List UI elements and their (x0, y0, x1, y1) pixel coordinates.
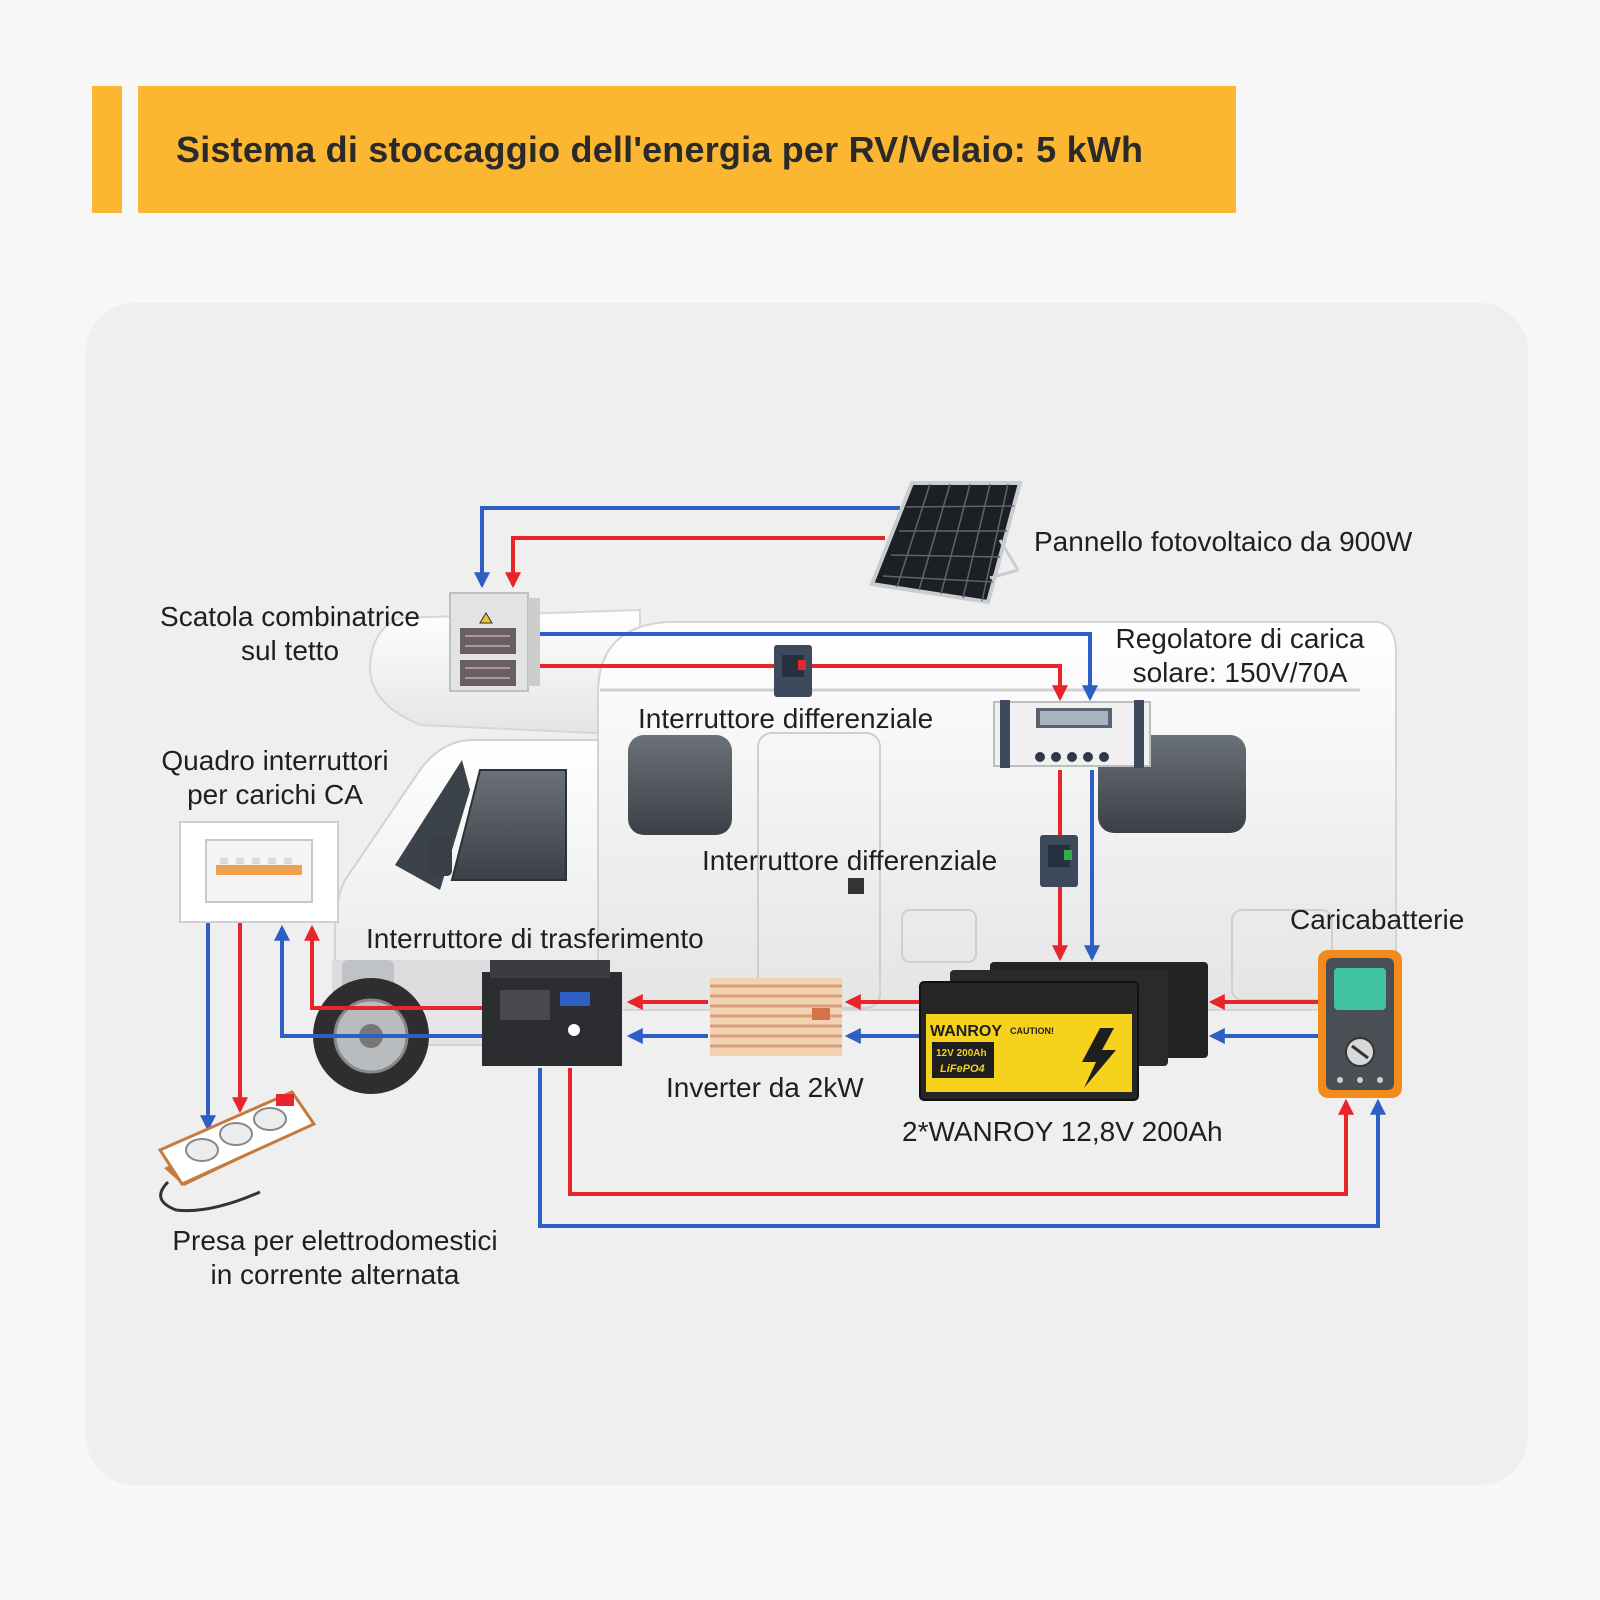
controller-label-line1: Regolatore di carica (1115, 623, 1365, 654)
breaker-mid-icon (1040, 835, 1078, 887)
solar-panel-icon (869, 481, 1023, 605)
charger-label: Caricabatterie (1290, 904, 1465, 935)
combiner-label: Scatola combinatrice sul tetto (150, 600, 430, 668)
battery-spec-print: 12V 200Ah (936, 1048, 987, 1059)
breaker-top-label: Interruttore differenziale (638, 703, 934, 734)
page-title: Sistema di stoccaggio dell'energia per R… (176, 128, 1144, 170)
title-accent-bar (92, 86, 122, 213)
wiring (200, 506, 1386, 1228)
outlet-label-line2: in corrente alternata (210, 1259, 460, 1290)
outlet-label: Presa per elettrodomestici in corrente a… (150, 1224, 520, 1292)
charge-controller-icon (993, 700, 1151, 768)
breaker-mid-label: Interruttore differenziale (702, 845, 998, 876)
ac-panel-label: Quadro interruttori per carichi CA (140, 744, 410, 812)
battery-icon (919, 962, 1208, 1101)
transfer-switch-label: Interruttore di trasferimento (366, 923, 704, 954)
battery-chemistry-print: LiFePO4 (940, 1063, 985, 1075)
battery-charger-icon (1318, 950, 1402, 1098)
battery-label: 2*WANROY 12,8V 200Ah (902, 1116, 1223, 1147)
battery-brand-print: WANROY (930, 1023, 1002, 1040)
combiner-label-line1: Scatola combinatrice (160, 601, 420, 632)
title-banner: Sistema di stoccaggio dell'energia per R… (138, 86, 1236, 213)
transfer-switch-icon (482, 960, 622, 1066)
ac-outlet-icon (157, 1090, 317, 1213)
combiner-label-line2: sul tetto (240, 635, 340, 666)
controller-label-line2: solare: 150V/70A (1132, 657, 1348, 688)
ac-panel-label-line2: per carichi CA (187, 779, 363, 810)
ac-breaker-panel-icon (179, 821, 339, 923)
solar-panel-label: Pannello fotovoltaico da 900W (1034, 526, 1413, 557)
inverter-icon (710, 978, 842, 1056)
ac-panel-label-line1: Quadro interruttori (161, 745, 389, 776)
battery-caution-print: CAUTION! (1010, 1026, 1054, 1036)
inverter-label: Inverter da 2kW (666, 1072, 864, 1103)
controller-label: Regolatore di carica solare: 150V/70A (1100, 622, 1380, 690)
combiner-box-icon (449, 592, 540, 692)
outlet-label-line1: Presa per elettrodomestici (172, 1225, 498, 1256)
breaker-top-icon (774, 645, 812, 697)
